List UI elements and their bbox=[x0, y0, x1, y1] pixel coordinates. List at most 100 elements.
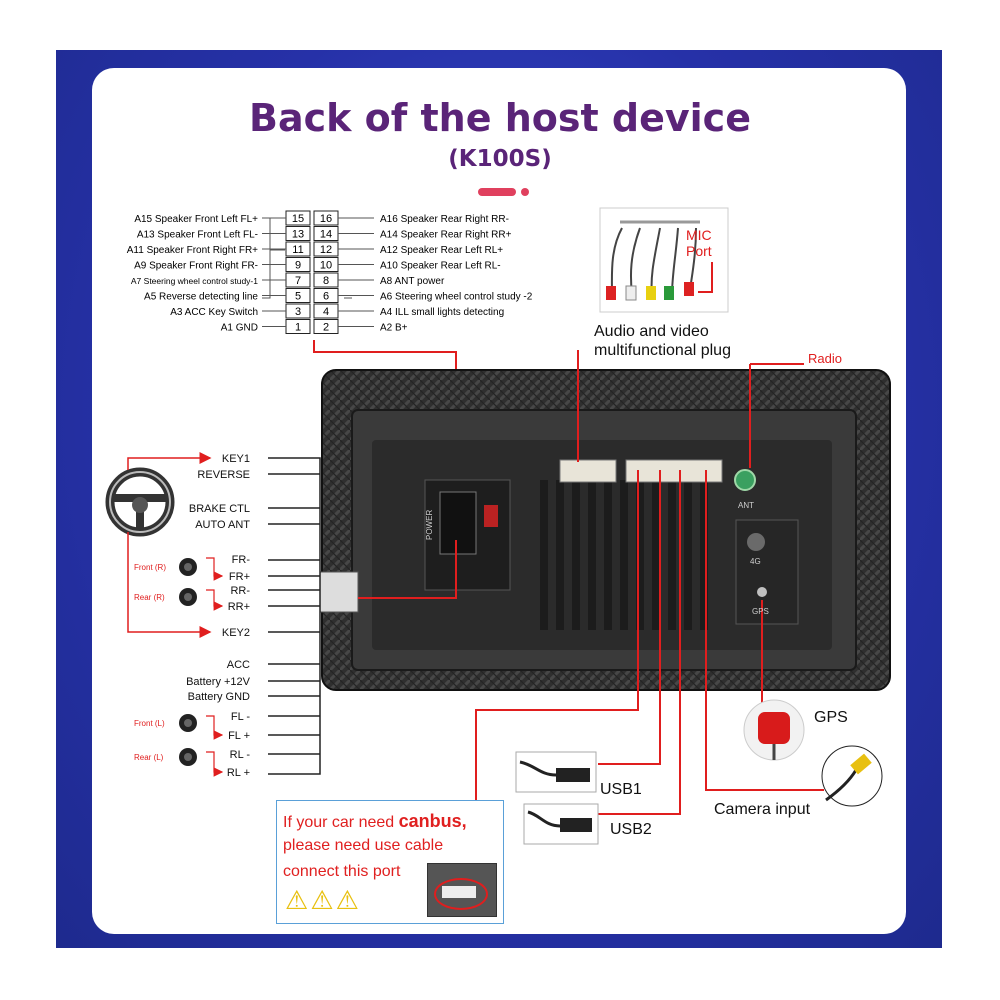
label-rl-minus: RL - bbox=[230, 749, 251, 761]
label-fl-minus: FL - bbox=[231, 711, 250, 723]
usb2-cable-icon bbox=[523, 803, 599, 845]
canbus-line1: If your car need canbus, bbox=[283, 811, 467, 832]
connector-left-label: A7 Steering wheel control study-1 bbox=[131, 276, 258, 286]
label-rear-l: Rear (L) bbox=[134, 753, 164, 762]
usb1-cable-icon bbox=[515, 751, 597, 793]
connector-pin-number: 16 bbox=[320, 213, 332, 225]
label-key2: KEY2 bbox=[222, 627, 250, 639]
connector-left-label: A13 Speaker Front Left FL- bbox=[137, 230, 258, 241]
label-usb2: USB2 bbox=[610, 821, 652, 838]
label-key1: KEY1 bbox=[222, 453, 250, 465]
label-rr-plus: RR+ bbox=[228, 601, 250, 613]
warning-icon: ⚠ bbox=[285, 885, 311, 915]
harness-wires bbox=[268, 457, 321, 775]
connector-right-label: A14 Speaker Rear Right RR+ bbox=[380, 230, 512, 241]
connector-right-label: A2 B+ bbox=[380, 323, 408, 334]
page-subtitle: (K100S) bbox=[448, 146, 552, 172]
callout-lines bbox=[475, 350, 824, 815]
connector-pin-number: 8 bbox=[323, 275, 329, 287]
label-brake: BRAKE CTL bbox=[189, 503, 250, 515]
canbus-prefix: If your car need bbox=[283, 814, 399, 831]
connector-pin-number: 11 bbox=[292, 244, 303, 256]
connector-left-labels: A15 Speaker Front Left FL+ A13 Speaker Fr… bbox=[127, 214, 259, 334]
callout-labels: MIC Port Audio and video multifunctional… bbox=[594, 227, 848, 838]
speaker-labels: Front (R) Rear (R) Front (L) Rear (L) bbox=[134, 563, 166, 762]
canbus-bold: canbus, bbox=[398, 811, 467, 831]
connector-pin-number: 15 bbox=[292, 213, 304, 225]
label-fr-plus: FR+ bbox=[229, 571, 250, 583]
connector-pin-number: 3 bbox=[295, 306, 301, 318]
warning-icon: ⚠ bbox=[335, 885, 361, 915]
page-title: Back of the host device bbox=[249, 96, 751, 140]
audio-video-cable-image bbox=[599, 207, 729, 313]
label-rr-minus: RR- bbox=[230, 585, 250, 597]
speaker-rear-left-icon bbox=[179, 748, 197, 766]
label-reverse: REVERSE bbox=[197, 469, 250, 481]
label-mic-port-2: Port bbox=[686, 243, 712, 259]
connector-right-label: A8 ANT power bbox=[380, 276, 445, 287]
camera-rca-icon bbox=[821, 745, 883, 807]
title-divider-dot bbox=[521, 188, 529, 196]
canbus-line2: please need use cable bbox=[283, 837, 444, 854]
steering-wheel-icon bbox=[105, 467, 175, 537]
label-audio-video-2: multifunctional plug bbox=[594, 342, 731, 359]
connector-right-label: A10 Speaker Rear Left RL- bbox=[380, 261, 501, 272]
label-rear-r: Rear (R) bbox=[134, 593, 165, 602]
canbus-note: If your car need canbus, please need use… bbox=[276, 800, 504, 924]
label-mic-port-1: MIC bbox=[686, 227, 712, 243]
connector-left-label: A11 Speaker Front Right FR+ bbox=[127, 245, 258, 256]
label-audio-video-1: Audio and video bbox=[594, 323, 709, 340]
label-front-r: Front (R) bbox=[134, 563, 166, 572]
connector-pin-number: 4 bbox=[323, 306, 329, 318]
head-unit-back bbox=[319, 369, 891, 691]
mark-ant: ANT bbox=[738, 501, 754, 510]
canbus-line3: connect this port bbox=[283, 863, 401, 880]
label-battery12: Battery +12V bbox=[186, 676, 251, 688]
mark-gps: GPS bbox=[752, 607, 769, 616]
connector-left-label: A5 Reverse detecting line bbox=[144, 292, 258, 303]
connector-pin-boxes: 15 13 11 9 7 5 3 1 16 14 12 10 8 6 4 2 bbox=[262, 210, 374, 334]
connector-left-label: A1 GND bbox=[221, 323, 258, 334]
connector-pin-number: 13 bbox=[292, 229, 304, 241]
label-rl-plus: RL + bbox=[227, 767, 250, 779]
connector-pin-number: 10 bbox=[320, 260, 332, 272]
warning-icons: ⚠⚠⚠ bbox=[285, 885, 361, 916]
connector-pin-number: 2 bbox=[323, 322, 329, 334]
label-front-l: Front (L) bbox=[134, 719, 165, 728]
label-acc: ACC bbox=[227, 659, 250, 671]
label-auto-ant: AUTO ANT bbox=[195, 519, 250, 531]
connector-pin-number: 12 bbox=[320, 244, 332, 256]
connector-right-label: A6 Steering wheel control study -2 bbox=[380, 292, 533, 303]
connector-pin-number: 1 bbox=[295, 322, 301, 334]
device-marks: POWER ANT 4G GPS bbox=[425, 501, 769, 616]
speaker-front-right-icon bbox=[179, 558, 197, 576]
pin-connector-diagram: A15 Speaker Front Left FL+ A13 Speaker Fr… bbox=[127, 210, 533, 530]
heat-sink-fins bbox=[540, 480, 708, 630]
harness-labels: KEY1 REVERSE BRAKE CTL AUTO ANT FR- FR+ … bbox=[186, 453, 251, 779]
connector-pin-number: 14 bbox=[320, 229, 332, 241]
connector-right-label: A4 ILL small lights detecting bbox=[380, 307, 504, 318]
connector-pin-number: 9 bbox=[295, 260, 301, 272]
connector-pin-number: 7 bbox=[295, 275, 301, 287]
label-battery-gnd: Battery GND bbox=[188, 691, 250, 703]
mark-power: POWER bbox=[425, 510, 434, 540]
connector-right-label: A16 Speaker Rear Right RR- bbox=[380, 214, 509, 225]
label-fl-plus: FL + bbox=[228, 730, 250, 742]
mark-4g: 4G bbox=[750, 557, 761, 566]
speaker-front-left-icon bbox=[179, 714, 197, 732]
canbus-port-photo bbox=[427, 863, 497, 917]
connector-pin-number: 5 bbox=[295, 291, 301, 303]
connector-left-label: A9 Speaker Front Right FR- bbox=[134, 261, 258, 272]
title-divider bbox=[478, 188, 516, 196]
label-gps: GPS bbox=[814, 709, 848, 726]
label-camera: Camera input bbox=[714, 801, 811, 818]
connector-left-label: A15 Speaker Front Left FL+ bbox=[134, 214, 258, 225]
connector-pin-number: 6 bbox=[323, 291, 329, 303]
warning-icon: ⚠ bbox=[310, 885, 336, 915]
gps-antenna-icon bbox=[743, 699, 805, 761]
connector-left-label: A3 ACC Key Switch bbox=[170, 307, 258, 318]
label-usb1: USB1 bbox=[600, 781, 642, 798]
connector-right-labels: A16 Speaker Rear Right RR- A14 Speaker Re… bbox=[380, 214, 533, 334]
label-fr-minus: FR- bbox=[232, 554, 251, 566]
